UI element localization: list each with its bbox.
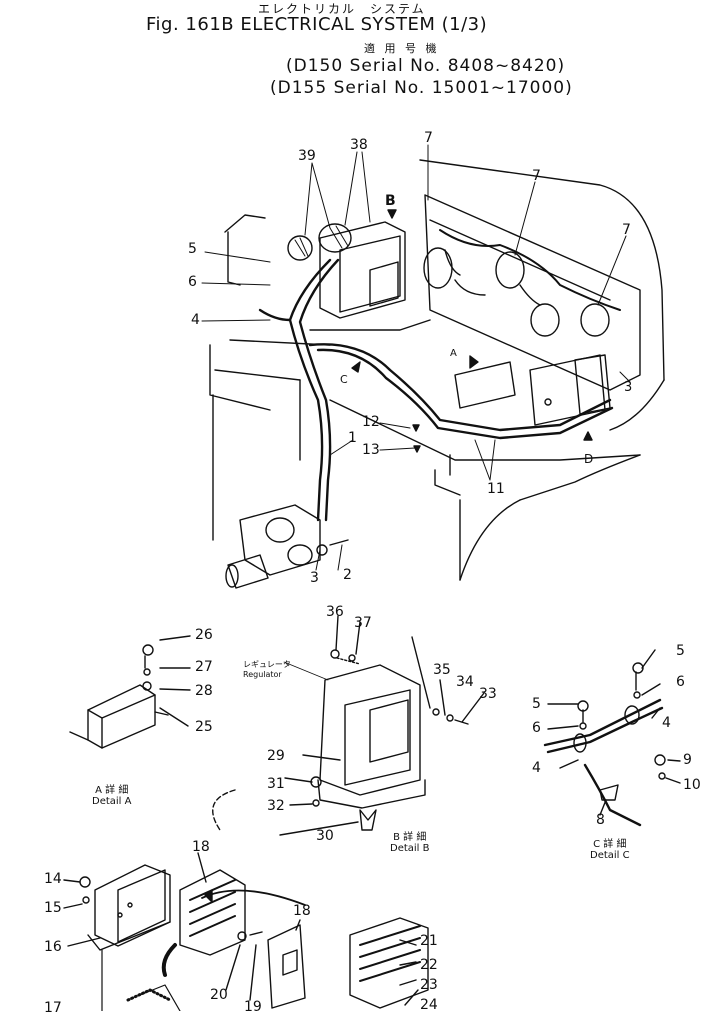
callout-6: 6 (532, 720, 541, 736)
callout-22: 22 (420, 957, 438, 973)
callout-5: 5 (676, 643, 685, 659)
callout-19: 19 (244, 999, 262, 1015)
callout-31: 31 (267, 776, 285, 792)
applicable-models-japanese: 適 用 号 機 (364, 42, 440, 55)
callout-3: 3 (310, 570, 319, 586)
serial-range-d155: (D155 Serial No. 15001~17000) (270, 78, 573, 98)
serial-range-d150: (D150 Serial No. 8408~8420) (286, 56, 566, 76)
callout-32: 32 (267, 798, 285, 814)
callout-36: 36 (326, 604, 344, 620)
callout-6: 6 (676, 674, 685, 690)
detail-a-relay (69, 635, 191, 749)
callout-11: 11 (487, 481, 505, 497)
callout-9: 9 (683, 752, 692, 768)
instrument-panel (423, 194, 641, 391)
callout-5: 5 (532, 696, 541, 712)
callout-25: 25 (195, 719, 213, 735)
callout-8: 8 (596, 812, 605, 828)
fuse-box-assembly (63, 789, 429, 1011)
view-arrows (351, 209, 593, 453)
callout-2: 2 (343, 567, 352, 583)
callout-23: 23 (420, 977, 438, 993)
callout-4: 4 (662, 715, 671, 731)
callout-29: 29 (267, 748, 285, 764)
callout-16: 16 (44, 939, 62, 955)
detail-b-regulator (279, 615, 485, 836)
callout-17: 17 (44, 1000, 62, 1016)
callout-15: 15 (44, 900, 62, 916)
connector-assembly (225, 504, 349, 589)
callout-30: 30 (316, 828, 334, 844)
callout-27: 27 (195, 659, 213, 675)
callout-33: 33 (479, 686, 497, 702)
callout-21: 21 (420, 933, 438, 949)
detail-c-clamps (543, 649, 681, 827)
main-harness (258, 258, 614, 522)
callout-18: 18 (293, 903, 311, 919)
callout-18: 18 (192, 839, 210, 855)
callout-37: 37 (354, 615, 372, 631)
callout-4: 4 (532, 760, 541, 776)
callout-4: 4 (191, 312, 200, 328)
callout-3: 3 (624, 380, 633, 395)
machine-body-outline (209, 159, 665, 581)
callout-7: 7 (424, 130, 433, 146)
callout-34: 34 (456, 674, 474, 690)
callout-1: 1 (348, 430, 357, 446)
figure-title: Fig. 161B ELECTRICAL SYSTEM (1/3) (146, 14, 488, 35)
view-letter-a: A (450, 348, 457, 359)
callout-14: 14 (44, 871, 62, 887)
callout-26: 26 (195, 627, 213, 643)
callout-7: 7 (622, 222, 631, 238)
view-letter-d: D (584, 452, 594, 466)
callout-10: 10 (683, 777, 701, 793)
relay-boxes (454, 354, 611, 426)
callout-7: 7 (532, 168, 541, 184)
callout-39: 39 (298, 148, 316, 164)
callout-28: 28 (195, 683, 213, 699)
japanese-title: エレクトリカル システム (258, 2, 426, 16)
callout-38: 38 (350, 137, 368, 153)
callout-24: 24 (420, 997, 438, 1013)
regulator-assembly (287, 221, 431, 331)
view-letter-c: C (340, 373, 348, 386)
view-letter-b: B (385, 193, 396, 209)
callout-20: 20 (210, 987, 228, 1003)
callout-35: 35 (433, 662, 451, 678)
callout-leaders (201, 144, 631, 571)
callout-5: 5 (188, 241, 197, 257)
callout-13: 13 (362, 442, 380, 458)
callout-12: 12 (362, 414, 380, 430)
callout-6: 6 (188, 274, 197, 290)
